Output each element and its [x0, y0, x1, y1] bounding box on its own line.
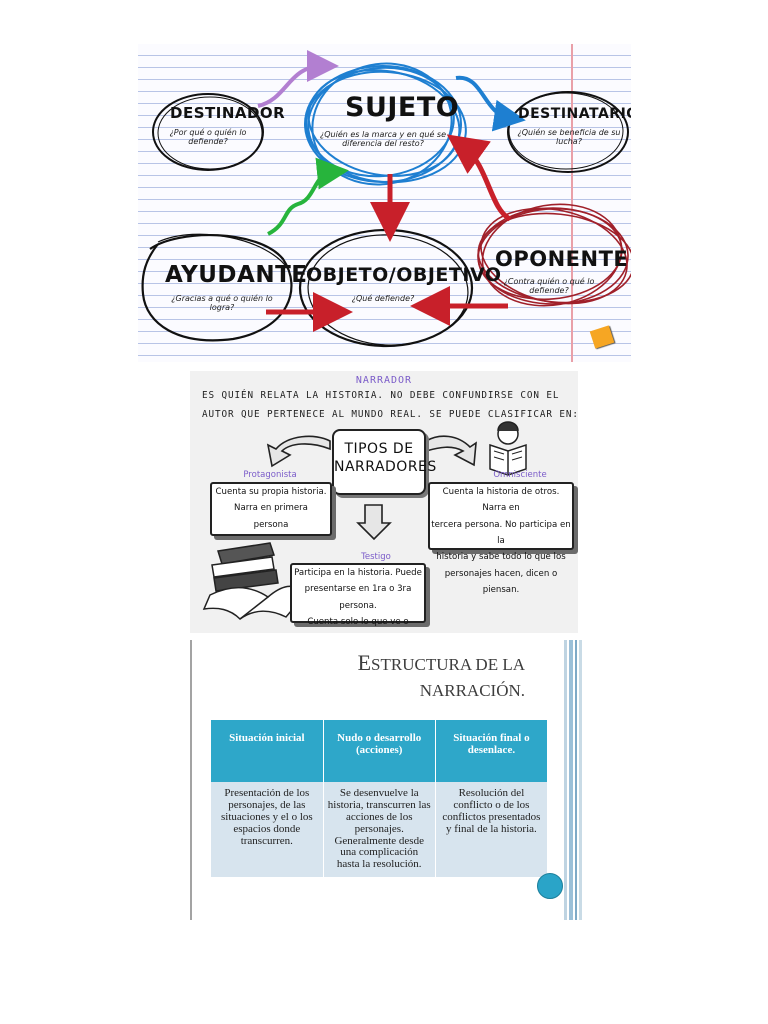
narrador-panel: NARRADOR ES QUIÉN RELATA LA HISTORIA. NO… — [190, 371, 578, 633]
testigo-title: Testigo — [361, 552, 391, 562]
objeto-title: OBJETO/OBJETIVO — [306, 264, 502, 286]
arrow-oponente-sujeto — [446, 134, 512, 222]
arrow-sujeto-destinatario — [455, 75, 526, 132]
omnisciente-line2: tercera persona. No participa en la — [431, 519, 571, 546]
protagonista-line2: Narra en primera — [234, 503, 308, 514]
destinatario-title: DESTINATARIO — [518, 106, 631, 122]
omnisciente-title: Omnisciente — [493, 470, 547, 480]
arrow-destinador-sujeto — [257, 50, 339, 108]
protagonista-line1: Cuenta su propia historia. — [215, 487, 327, 497]
sujeto-question: ¿Quién es la marca y en qué se diferenci… — [320, 130, 446, 148]
oponente-question: ¿Contra quién o qué lo defiende? — [503, 277, 595, 296]
arrow-left-icon — [266, 435, 331, 468]
testigo-line3: Cuenta solo lo que ve o escucha. — [307, 616, 409, 627]
testigo-body: Participa en la historia. Puede presenta… — [292, 565, 424, 633]
title-rest-1: STRUCTURA DE LA — [371, 655, 525, 674]
tipos-line2: NARRADORES — [334, 459, 437, 476]
tipos-line1: TIPOS DE — [344, 441, 414, 457]
destinador-title: DESTINADOR — [170, 104, 286, 122]
ayudante-question: ¿Gracias a qué o quién lo logra? — [171, 294, 273, 313]
oponente-title: OPONENTE — [495, 247, 629, 271]
sujeto-question-line2: diferencia del resto? — [342, 139, 424, 149]
cell-situacion-final: Resolución del conflicto o de los confli… — [435, 782, 549, 878]
estructura-title-line1: ESTRUCTURA DE LA — [250, 650, 525, 676]
cell-situacion-inicial: Presentación de los personajes, de las s… — [211, 782, 324, 878]
actantial-model-panel: DESTINADOR ¿Por qué o quién lo defiende?… — [138, 44, 631, 362]
left-rule — [190, 640, 192, 920]
reading-person-icon — [489, 421, 527, 476]
omnisciente-note: Cuenta la historia de otros. Narra en te… — [428, 482, 574, 595]
protagonista-note: Cuenta su propia historia. Narra en prim… — [210, 482, 332, 536]
testigo-line2: presentarse en 1ra o 3ra persona. — [304, 584, 412, 611]
protagonista-title: Protagonista — [243, 470, 297, 480]
arrow-down-icon — [356, 504, 392, 541]
table-row: Presentación de los personajes, de las s… — [211, 782, 549, 878]
title-rest-2: NARRACIÓN. — [419, 681, 525, 700]
header-situacion-inicial: Situación inicial — [211, 720, 324, 782]
narrador-heading: NARRADOR — [355, 375, 413, 386]
table-header-row: Situación inicial Nudo o desarrollo (acc… — [211, 720, 549, 782]
destinatario-question: ¿Quién se beneficia de su lucha? — [517, 128, 621, 147]
estructura-table: Situación inicial Nudo o desarrollo (acc… — [211, 720, 549, 878]
objeto-circle — [298, 228, 474, 348]
testigo-line1: Participa en la historia. Puede — [294, 568, 422, 578]
ayudante-circle — [141, 233, 293, 342]
tipos-de-narradores-box: TIPOS DE NARRADORES — [332, 429, 437, 495]
protagonista-line3: persona — [253, 519, 289, 530]
omnisciente-line3: historia y sabe todo lo que los — [436, 552, 566, 563]
estructura-panel: ESTRUCTURA DE LA NARRACIÓN. Situación in… — [190, 640, 582, 920]
books-icon — [202, 542, 310, 620]
oponente-circle — [477, 203, 631, 307]
destinador-question: ¿Por qué o quién lo defiende? — [169, 128, 247, 147]
destinador-circle — [152, 93, 264, 171]
protagonista-body: Cuenta su propia historia. Narra en prim… — [212, 484, 330, 533]
sujeto-question-line1: ¿Quién es la marca y en qué se — [320, 130, 447, 139]
testigo-note: Participa en la historia. Puede presenta… — [290, 563, 426, 627]
arrow-right-icon — [425, 435, 477, 467]
decorative-right-bars — [564, 640, 582, 920]
estructura-title-line2: NARRACIÓN. — [250, 676, 525, 702]
title-cap-1: E — [357, 650, 372, 675]
arrow-ayudante-sujeto — [267, 157, 349, 236]
cell-nudo: Se desenvuelve la historia, transcurren … — [323, 782, 436, 878]
decorative-circle — [537, 873, 563, 899]
header-situacion-final: Situación final o desenlace. — [435, 720, 549, 782]
narrador-definition-line2: AUTOR QUE PERTENECE AL MUNDO REAL. SE PU… — [202, 409, 578, 420]
omnisciente-body: Cuenta la historia de otros. Narra en te… — [430, 484, 572, 598]
sujeto-title: SUJETO — [345, 92, 460, 123]
omnisciente-line4: personajes hacen, dicen o piensan. — [444, 568, 558, 595]
actantial-drawing — [141, 50, 631, 348]
header-nudo: Nudo o desarrollo (acciones) — [323, 720, 436, 782]
narrador-definition-line1: ES QUIÉN RELATA LA HISTORIA. NO DEBE CON… — [202, 390, 560, 401]
ayudante-title: AYUDANTE — [165, 262, 308, 288]
notebook-margin-line — [571, 44, 573, 362]
omnisciente-line1: Cuenta la historia de otros. Narra en — [442, 487, 560, 514]
narrador-drawing — [202, 421, 527, 620]
objeto-question: ¿Qué defiende? — [351, 294, 415, 303]
